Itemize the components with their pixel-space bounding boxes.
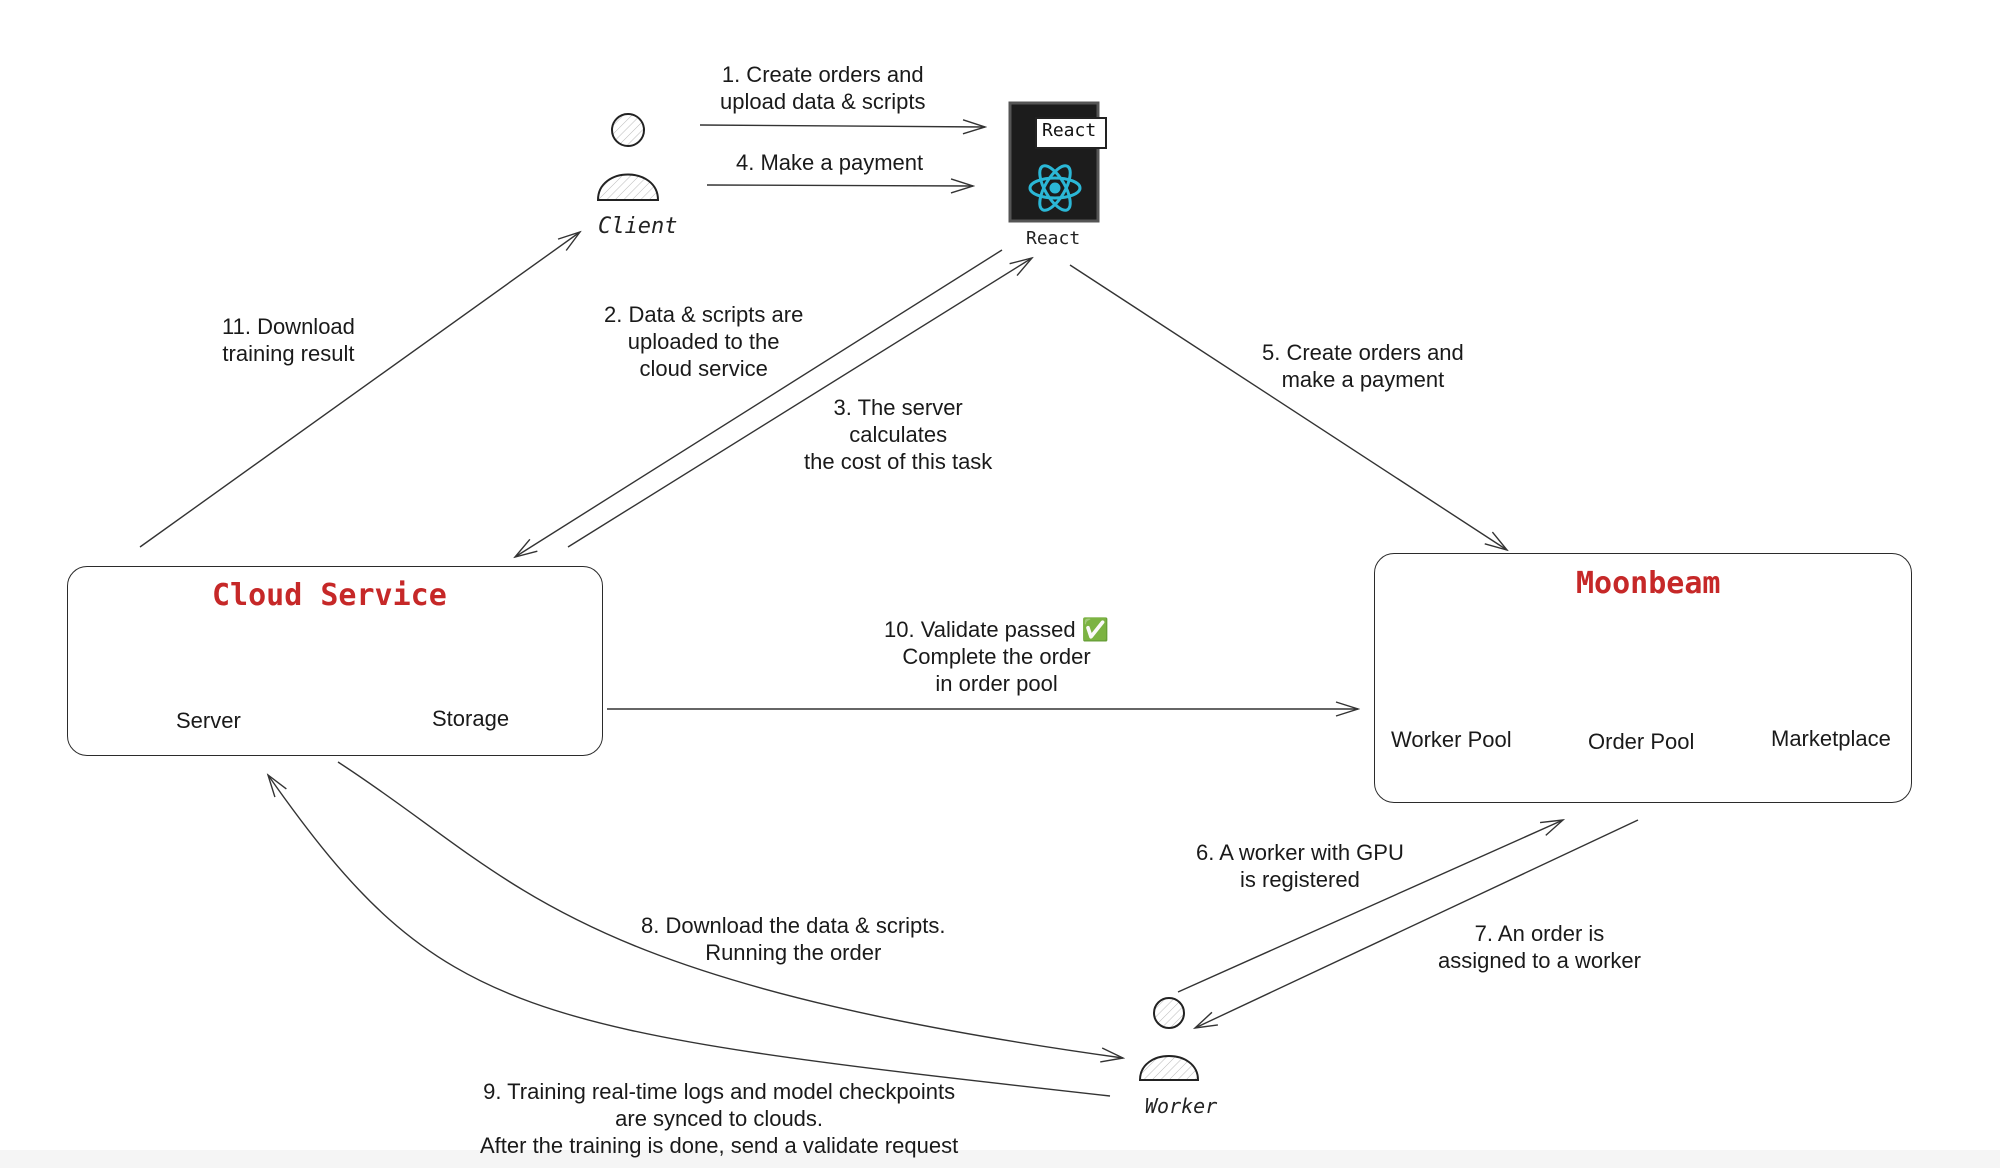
worker-pool-label: Worker Pool [1391,727,1512,752]
react-logo-icon [1008,101,1107,223]
step-9-label: 9. Training real-time logs and model che… [480,1079,959,1158]
step-8-label: 8. Download the data & scripts.Running t… [641,913,946,965]
moonbeam-box [1374,553,1912,803]
order-pool-label: Order Pool [1588,729,1695,754]
arrow-step-3 [567,258,1032,548]
arrow-step-6 [1177,820,1563,993]
step-4-label: 4. Make a payment [736,150,924,175]
worker-person-icon [1138,997,1200,1081]
arrow-step-8 [337,761,1123,1058]
react-badge-text: React [1042,120,1097,141]
worker-label: Worker [1145,1094,1218,1118]
cloud-service-title: Cloud Service [212,578,447,613]
arrow-step-5 [1069,264,1507,550]
react-caption: React [1026,228,1081,249]
arrow-step-7 [1195,819,1639,1028]
arrow-step-9 [268,775,1111,1097]
storage-label: Storage [432,706,510,731]
arrow-step-2 [515,249,1003,557]
client-person-icon [596,113,660,201]
marketplace-label: Marketplace [1771,726,1891,751]
client-label: Client [598,214,678,239]
arrow-step-1 [699,125,985,127]
arrow-step-4 [706,185,973,186]
server-label: Server [176,708,241,733]
bottom-shade [0,1150,2000,1168]
moonbeam-title: Moonbeam [1576,566,1721,601]
arrow-step-11 [139,232,580,548]
cloud-service-box [67,566,603,756]
